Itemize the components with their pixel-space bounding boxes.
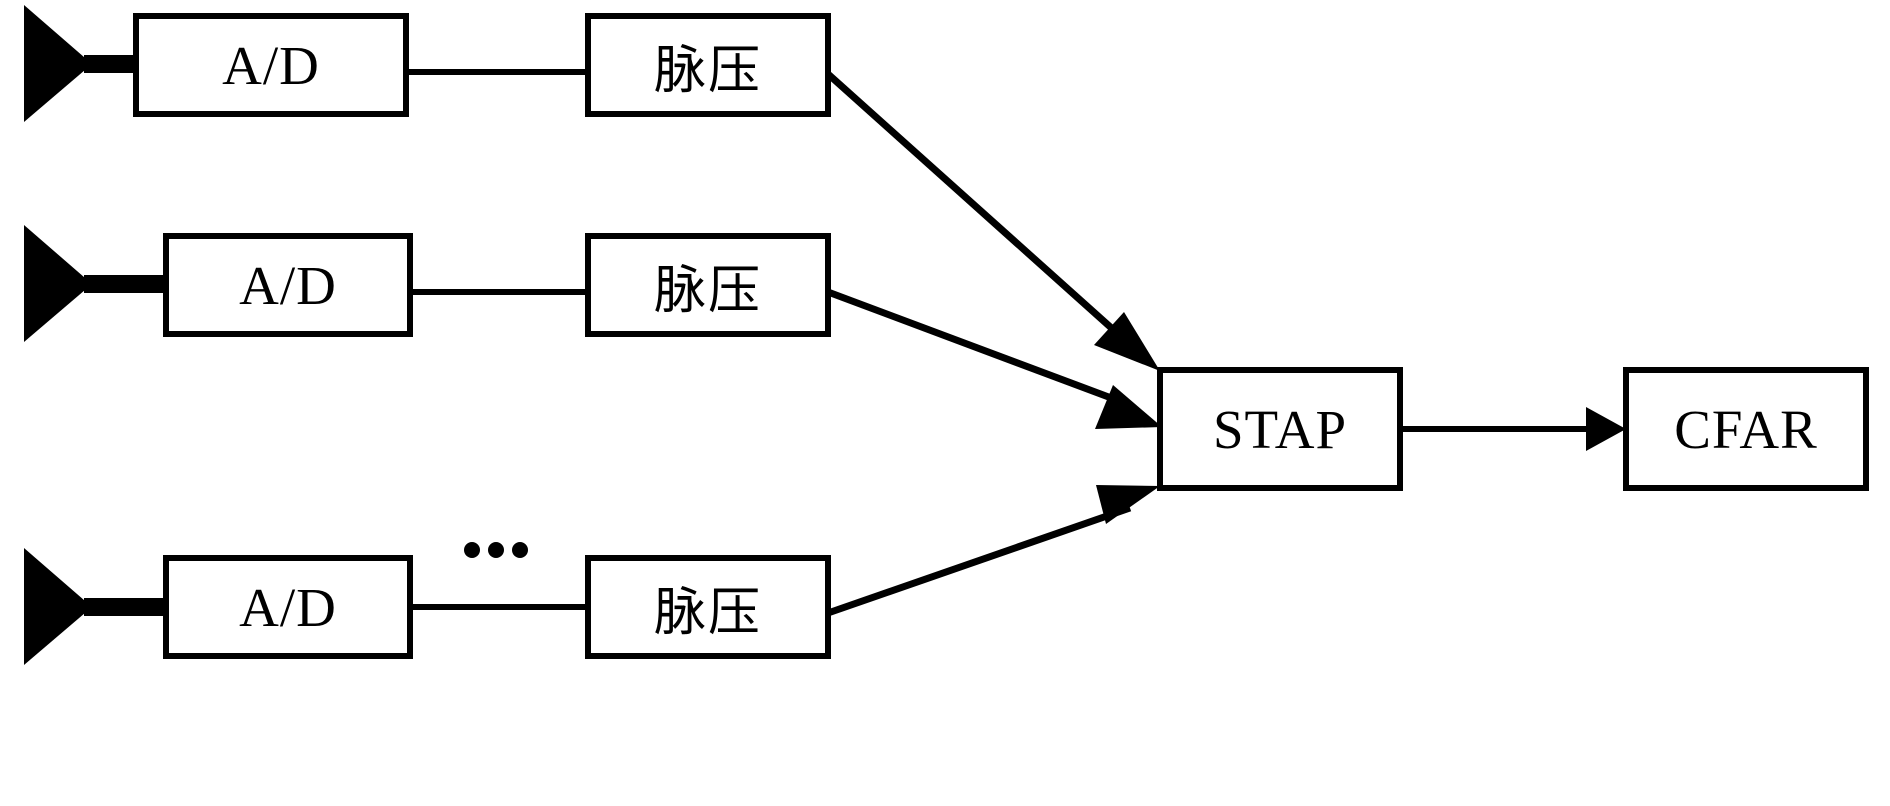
channel-ellipsis bbox=[464, 542, 528, 558]
arrow-head-ch3-to-stap bbox=[1096, 485, 1160, 524]
stap-label: STAP bbox=[1212, 398, 1348, 460]
pulse-compression-box-3 bbox=[585, 555, 831, 659]
ellipsis-dot bbox=[488, 542, 504, 558]
adc-label-2: A/D bbox=[239, 254, 337, 316]
arrow-head-ch1-to-stap bbox=[1094, 312, 1160, 371]
ellipsis-dot bbox=[512, 542, 528, 558]
antenna-element-3 bbox=[24, 548, 166, 665]
arrow-line-ch1-to-stap bbox=[825, 71, 1139, 353]
cfar-box bbox=[1623, 367, 1869, 491]
antenna-element-2 bbox=[24, 225, 166, 342]
pulse-compression-box-2 bbox=[585, 233, 831, 337]
antenna-triangle-icon bbox=[24, 5, 92, 122]
arrow-line-ch3-to-stap bbox=[826, 504, 1132, 617]
pulse-compression-label-2: 脉压 bbox=[653, 260, 762, 321]
pulse-compression-box-1 bbox=[585, 13, 831, 117]
pulse-compression-label-1: 脉压 bbox=[653, 40, 762, 101]
stap-box bbox=[1157, 367, 1403, 491]
adc-box-1 bbox=[133, 13, 409, 117]
antenna-stub bbox=[84, 598, 166, 616]
arrow-line-ch2-to-stap bbox=[826, 288, 1132, 409]
arrow-head-stap-to-cfar bbox=[1586, 407, 1626, 451]
antenna-element-1 bbox=[24, 5, 136, 122]
antenna-stub bbox=[84, 55, 136, 73]
ellipsis-dot bbox=[464, 542, 480, 558]
adc-label-3: A/D bbox=[239, 576, 337, 638]
adc-label-1: A/D bbox=[222, 34, 320, 96]
cfar-label: CFAR bbox=[1674, 398, 1818, 460]
adc-box-2 bbox=[163, 233, 413, 337]
arrow-head-ch2-to-stap bbox=[1095, 385, 1162, 429]
pulse-compression-label-3: 脉压 bbox=[653, 582, 762, 643]
antenna-triangle-icon bbox=[24, 225, 92, 342]
antenna-triangle-icon bbox=[24, 548, 92, 665]
antenna-stub bbox=[84, 275, 166, 293]
